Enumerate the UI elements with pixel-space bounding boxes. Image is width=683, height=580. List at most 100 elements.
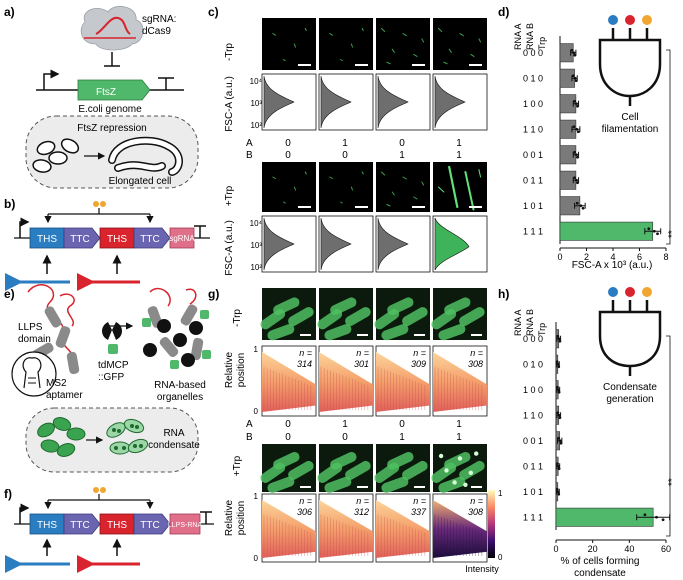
panel-f: THS TTC THS TTC LLPS-RNA bbox=[4, 487, 214, 573]
dcas9-protein-icon bbox=[80, 6, 144, 51]
d-header-trp: Trp bbox=[537, 37, 547, 50]
scale-bar bbox=[298, 64, 311, 66]
sgrna-block-label: sgRNA bbox=[169, 234, 195, 243]
significance-bracket bbox=[666, 335, 671, 537]
g-ytick-bot-1: 1 bbox=[254, 492, 259, 501]
scale-bar bbox=[469, 64, 482, 66]
cell-count-value: 301 bbox=[354, 359, 369, 369]
condition-row-label: 0 0 0 bbox=[523, 334, 543, 344]
scale-bar bbox=[412, 64, 425, 66]
condition-row-label: 0 0 1 bbox=[523, 436, 543, 446]
organelles-label-line2: organelles bbox=[157, 392, 203, 403]
histogram-distribution bbox=[320, 217, 352, 271]
c-b-val-1: 0 bbox=[285, 150, 291, 161]
histogram-distribution bbox=[377, 75, 409, 129]
panel-e: LLPS domain MS2 aptamer tdMCP ::GFP bbox=[11, 284, 211, 473]
scale-bar bbox=[298, 206, 311, 208]
d-header-rna-b: RNA B bbox=[525, 23, 535, 50]
replicate-dot bbox=[557, 365, 561, 369]
condition-row-label: 0 1 1 bbox=[523, 461, 543, 471]
gfp-icon bbox=[108, 344, 118, 354]
colorbar-max: 1 bbox=[498, 489, 503, 498]
promoter-icon bbox=[19, 217, 30, 238]
replicate-dot bbox=[652, 229, 656, 233]
g-ylabel-top-2: position bbox=[236, 353, 247, 387]
replicate-dot bbox=[555, 360, 559, 364]
cell-count-label: n = bbox=[470, 496, 483, 506]
x-tick-label: 6 bbox=[637, 252, 642, 262]
and-gate-icon bbox=[598, 15, 662, 106]
replicate-dot bbox=[575, 178, 578, 182]
and-gate-icon bbox=[598, 287, 662, 376]
d-gate-label-2: filamentation bbox=[602, 124, 659, 135]
cell-count-label: n = bbox=[413, 348, 426, 358]
ttc-label-2: TTC bbox=[140, 234, 159, 245]
terminator-icon bbox=[194, 225, 206, 238]
tdmcp-icon bbox=[102, 322, 112, 340]
panel-label-f: f) bbox=[4, 487, 12, 501]
g-row-b-label: B bbox=[246, 432, 253, 443]
g-a-val-4: 1 bbox=[456, 419, 462, 430]
condition-row-label: 1 0 0 bbox=[523, 385, 543, 395]
replicate-dot bbox=[557, 436, 560, 440]
scale-bar bbox=[471, 334, 482, 336]
replicate-dot bbox=[573, 53, 577, 57]
panel-label-g: g) bbox=[208, 287, 219, 301]
microscopy-tile bbox=[433, 162, 487, 212]
condition-row-label: 1 1 0 bbox=[523, 124, 543, 134]
microscopy-tile bbox=[376, 162, 430, 212]
bar bbox=[559, 221, 654, 241]
replicate-dot bbox=[576, 155, 579, 159]
c-b-val-4: 1 bbox=[456, 150, 462, 161]
replicate-dot bbox=[556, 362, 560, 366]
replicate-dot bbox=[573, 99, 576, 103]
replicate-dot bbox=[557, 390, 561, 394]
g-plus-trp-label: +Trp bbox=[232, 455, 243, 476]
panel-c: -Trp +Trp FSC-A (a.u.) FSC-A (a.u.) 10⁴ … bbox=[224, 18, 488, 276]
replicate-dot bbox=[571, 74, 575, 78]
condition-row-label: 1 0 1 bbox=[523, 487, 543, 497]
microscopy-tile bbox=[319, 162, 373, 212]
g-b-val-4: 1 bbox=[456, 432, 462, 443]
sgrna-label-line2: dCas9 bbox=[142, 26, 171, 37]
replicate-dot bbox=[570, 48, 574, 52]
scale-bar bbox=[355, 64, 368, 66]
replicate-dot bbox=[575, 102, 578, 106]
replicate-dot bbox=[557, 464, 560, 468]
cell-count-label: n = bbox=[299, 496, 312, 506]
gate-input-blue bbox=[608, 15, 618, 25]
replicate-dot bbox=[581, 206, 585, 210]
panel-label-d: d) bbox=[498, 5, 509, 19]
f-ttc-block-2 bbox=[133, 513, 171, 535]
condition-row-label: 0 1 0 bbox=[523, 359, 543, 369]
condition-row-label: 1 1 1 bbox=[523, 226, 543, 236]
condensate-label-line1: RNA bbox=[163, 428, 184, 439]
promoter-icon bbox=[19, 503, 30, 524]
replicate-dot bbox=[579, 204, 583, 208]
panel-g: -Trp +Trp Relative position Relative pos… bbox=[224, 288, 503, 574]
scale-bar bbox=[300, 486, 311, 488]
x-tick-label: 40 bbox=[624, 544, 634, 554]
h-gate-label-1: Condensate bbox=[603, 382, 657, 393]
replicate-dot bbox=[559, 441, 563, 445]
replicate-dot bbox=[556, 411, 560, 415]
replicate-dot bbox=[557, 337, 561, 341]
g-b-val-3: 1 bbox=[399, 432, 405, 443]
c-ytick-top-1: 10⁴ bbox=[250, 77, 263, 86]
c-minus-trp-label: -Trp bbox=[224, 43, 235, 61]
scale-bar bbox=[357, 486, 368, 488]
h-xlabel-1: % of cells forming bbox=[561, 556, 640, 567]
rna-organelle-cluster bbox=[142, 287, 211, 369]
c-ylabel-top: FSC-A (a.u.) bbox=[224, 76, 235, 132]
histogram-distribution bbox=[434, 75, 466, 129]
c-ylabel-bottom: FSC-A (a.u.) bbox=[224, 220, 235, 276]
condition-row-label: 1 0 1 bbox=[523, 201, 543, 211]
scale-bar bbox=[412, 206, 425, 208]
g-ylabel-bot-2: position bbox=[236, 501, 247, 535]
replicate-dot bbox=[574, 79, 578, 83]
condition-row-label: 1 0 0 bbox=[523, 99, 543, 109]
scale-bar bbox=[471, 486, 482, 488]
scale-bar bbox=[469, 206, 482, 208]
h-significance: ** bbox=[667, 478, 678, 486]
panel-label-c: c) bbox=[208, 5, 219, 19]
